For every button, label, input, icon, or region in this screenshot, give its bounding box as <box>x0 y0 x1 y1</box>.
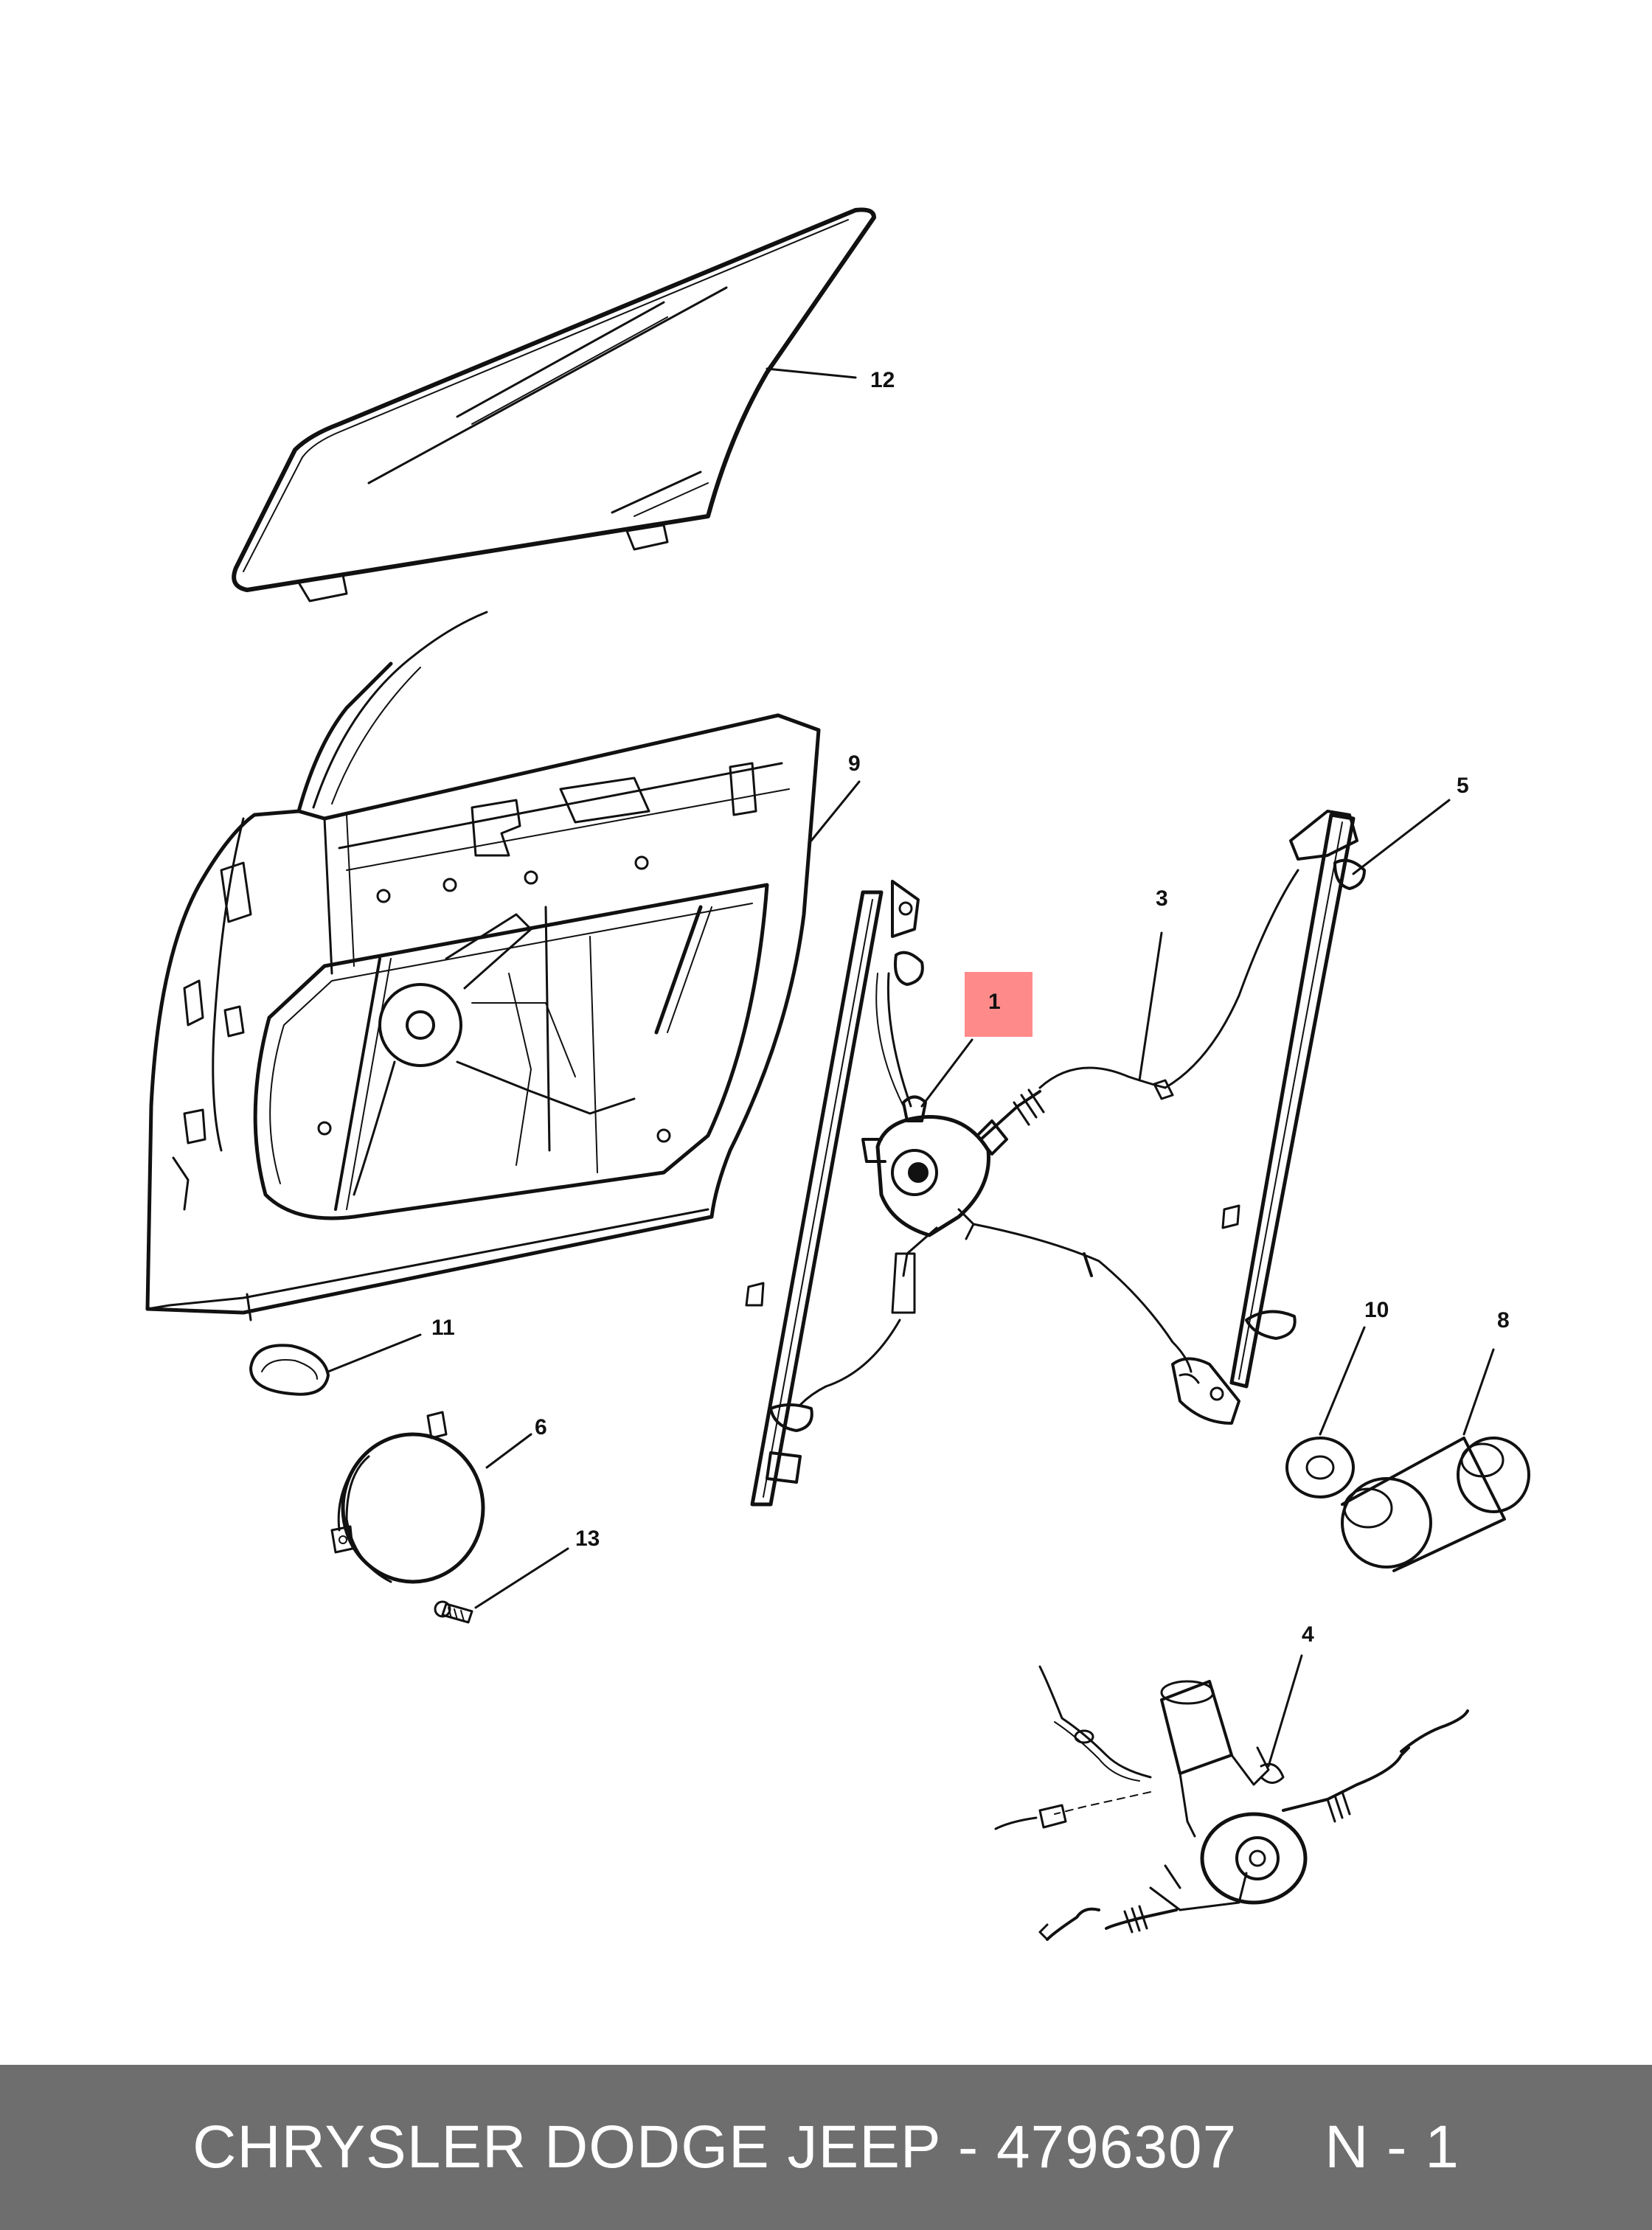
window-glass <box>232 207 876 602</box>
highlight-box <box>965 972 1032 1037</box>
callout-4: 4 <box>1302 1622 1314 1647</box>
screw-part <box>434 1600 473 1624</box>
callout-8: 8 <box>1497 1308 1510 1333</box>
callout-3: 3 <box>1156 886 1168 911</box>
plug-part <box>249 1344 330 1396</box>
parts-diagram: 12 9 5 3 1 10 8 11 6 13 4 <box>145 207 1530 1941</box>
callout-10: 10 <box>1364 1298 1389 1322</box>
footer-part-label: CHRYSLER DODGE JEEP - 4796307 N - 1 <box>192 2113 1460 2181</box>
bracket-cover <box>1341 1437 1530 1572</box>
regulator-left-rail <box>745 880 924 1507</box>
speaker-cover <box>330 1411 485 1584</box>
door-inner-panel <box>145 611 821 1321</box>
regulator-cable <box>1153 869 1299 1100</box>
callout-5: 5 <box>1457 774 1469 798</box>
regulator-hub <box>799 972 1193 1406</box>
callout-1: 1 <box>988 990 1001 1014</box>
regulator-right-rail <box>1171 810 1366 1425</box>
motor-assembly <box>994 1665 1469 1941</box>
leader-lines <box>327 367 1495 1768</box>
callout-12: 12 <box>870 368 895 392</box>
callout-13: 13 <box>575 1526 600 1551</box>
washer-part <box>1285 1437 1355 1498</box>
callout-9: 9 <box>848 751 861 776</box>
footer-bar: CHRYSLER DODGE JEEP - 4796307 N - 1 <box>0 2065 1652 2230</box>
callout-11: 11 <box>431 1316 455 1340</box>
callout-6: 6 <box>535 1415 547 1439</box>
